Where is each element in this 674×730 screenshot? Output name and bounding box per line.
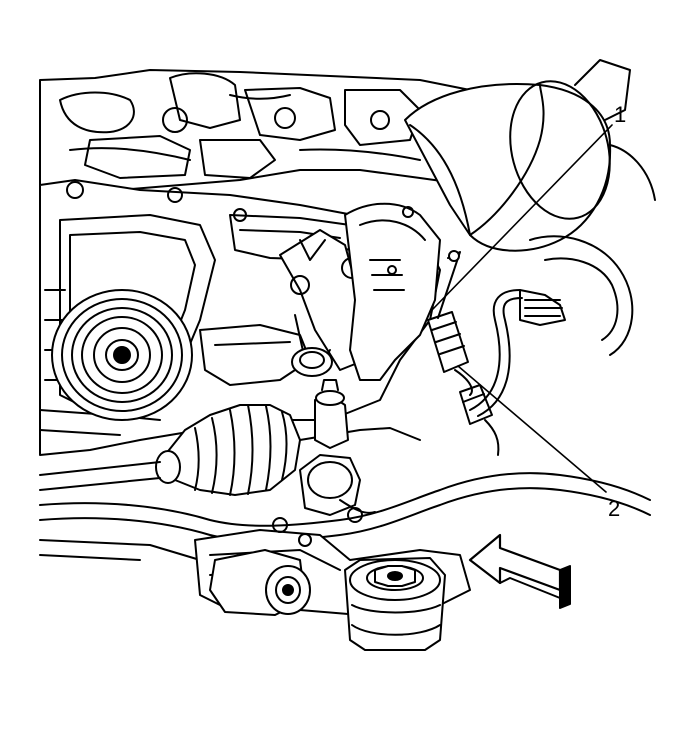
crankshaft-pulley <box>51 289 193 421</box>
view-arrow <box>468 533 571 609</box>
sensor-bracket <box>344 202 441 381</box>
callout-leaders <box>431 124 613 493</box>
callout-2-leader <box>457 365 607 493</box>
center-bracket <box>279 229 366 377</box>
stabilizer-bar <box>39 472 651 561</box>
stabilizer-link <box>299 454 376 516</box>
tie-rod-joint <box>314 379 349 449</box>
steering-gear-boot <box>39 404 421 496</box>
callout-2-label: 2 <box>608 496 620 521</box>
right-hose <box>519 235 634 356</box>
callout-1-leader <box>431 124 613 311</box>
callout-1-label: 1 <box>614 102 626 127</box>
front-bushing-mount <box>344 557 446 651</box>
upper-right-cylinder <box>404 59 656 252</box>
sensor-connector-assembly <box>427 250 500 456</box>
upper-engine-components <box>39 69 521 196</box>
left-mount <box>209 549 311 616</box>
